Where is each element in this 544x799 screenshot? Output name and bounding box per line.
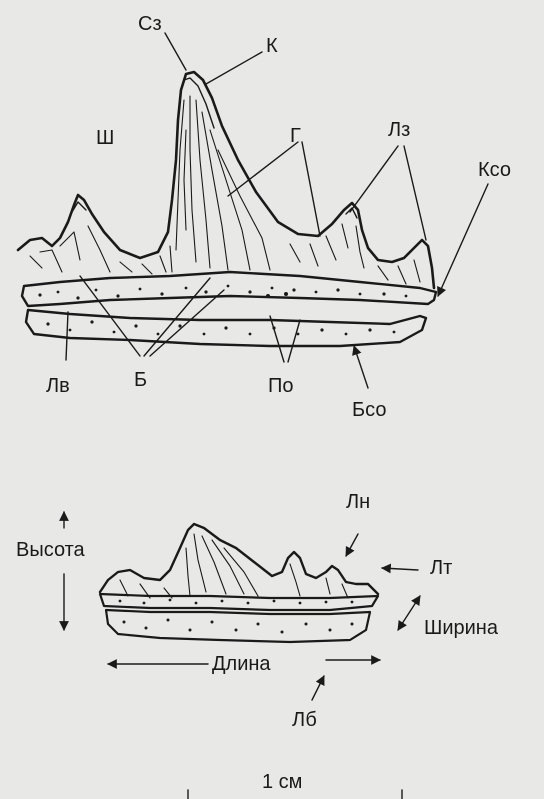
label-g: Г — [290, 125, 301, 147]
lower-tooth-drawing — [100, 524, 378, 642]
label-sz: Сз — [138, 13, 162, 35]
label-bso: Бсо — [352, 399, 386, 421]
label-sh: Ш — [96, 127, 114, 149]
label-ln: Лн — [346, 491, 370, 513]
label-lt: Лт — [430, 557, 452, 579]
lower-crown-striations — [120, 534, 348, 598]
label-k: К — [266, 35, 278, 57]
label-lv: Лв — [46, 375, 70, 397]
upper-leader-lines — [66, 33, 488, 388]
scale-bar: 1 см — [188, 771, 402, 799]
label-vysota: Высота — [16, 539, 86, 561]
upper-tooth-drawing — [18, 72, 436, 346]
lower-root-band-top — [100, 594, 378, 610]
upper-root-pores — [38, 285, 407, 336]
label-lb: Лб — [292, 709, 317, 731]
label-po: По — [268, 375, 294, 397]
upper-crown-striations — [30, 96, 420, 284]
label-shirina: Ширина — [424, 617, 499, 639]
upper-root-band-top — [22, 272, 436, 306]
lower-root-pores — [119, 599, 354, 634]
label-kso: Ксо — [478, 159, 511, 181]
label-dlina: Длина — [212, 653, 271, 675]
lower-root-band-bottom — [106, 610, 370, 642]
scale-bar-label: 1 см — [262, 771, 302, 793]
label-b: Б — [134, 369, 147, 391]
label-lz: Лз — [388, 119, 410, 141]
